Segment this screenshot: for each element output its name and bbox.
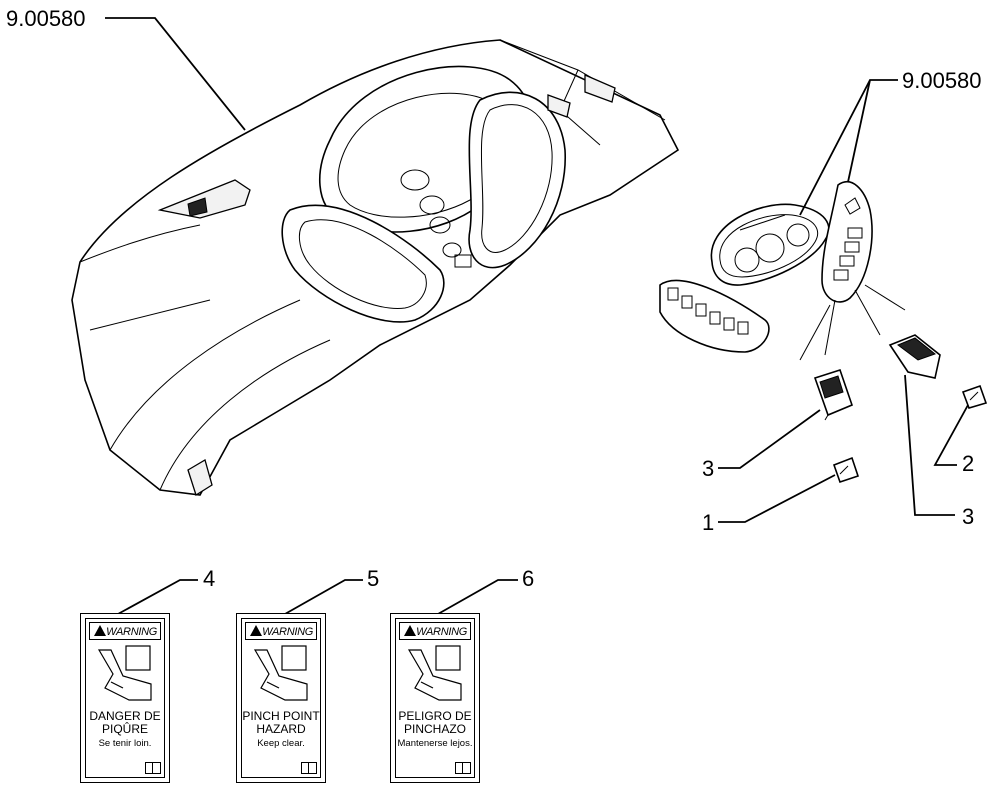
manual-book-icon: [301, 762, 317, 774]
decal-instruction: Keep clear.: [257, 738, 305, 749]
instrument-cluster: [710, 203, 830, 286]
dashboard-housing: [71, 39, 680, 496]
rocker-switch-2: [888, 334, 941, 379]
decal-instruction: Se tenir loin.: [98, 738, 152, 749]
rocker-switch-1: [813, 368, 853, 421]
decal-instruction: Mantenerse lejos.: [397, 738, 473, 749]
warning-decal-6: WARNING PELIGRO DE PINCHAZO Mantenerse l…: [390, 613, 480, 783]
callout-item-3b: 3: [962, 504, 974, 529]
manual-book-icon: [145, 762, 161, 774]
callout-item-5: 5: [367, 566, 379, 591]
callout-ref-top-left: 9.00580: [6, 6, 86, 31]
callout-item-6: 6: [522, 566, 534, 591]
leader-lines: [105, 17, 969, 615]
warning-decal-4: WARNING DANGER DE PIQÛRE Se tenir loin.: [80, 613, 170, 783]
decal-message: DANGER DE PIQÛRE: [89, 709, 161, 736]
callout-item-3a: 3: [702, 456, 714, 481]
warning-decal-5: WARNING PINCH POINT HAZARD Keep clear.: [236, 613, 326, 783]
pinch-hazard-icon: [253, 645, 308, 701]
callout-item-1: 1: [702, 510, 714, 535]
pinch-hazard-icon: [97, 645, 152, 701]
manual-book-icon: [455, 762, 471, 774]
callout-ref-right: 9.00580: [902, 68, 982, 93]
callout-item-4: 4: [203, 566, 215, 591]
left-switch-bezel: [659, 279, 770, 353]
symbol-lens-2: [961, 384, 988, 409]
pinch-hazard-icon: [407, 645, 462, 701]
warning-triangle-icon: [94, 625, 106, 636]
callout-item-2: 2: [962, 451, 974, 476]
warning-triangle-icon: [250, 625, 262, 636]
warning-header: WARNING: [245, 622, 317, 640]
warning-triangle-icon: [404, 625, 416, 636]
warning-header: WARNING: [89, 622, 161, 640]
warning-header: WARNING: [399, 622, 471, 640]
decal-message: PINCH POINT HAZARD: [242, 709, 320, 736]
decal-message: PELIGRO DE PINCHAZO: [398, 709, 472, 736]
symbol-lens-1: [832, 456, 860, 484]
right-switch-bezel: [821, 181, 873, 303]
